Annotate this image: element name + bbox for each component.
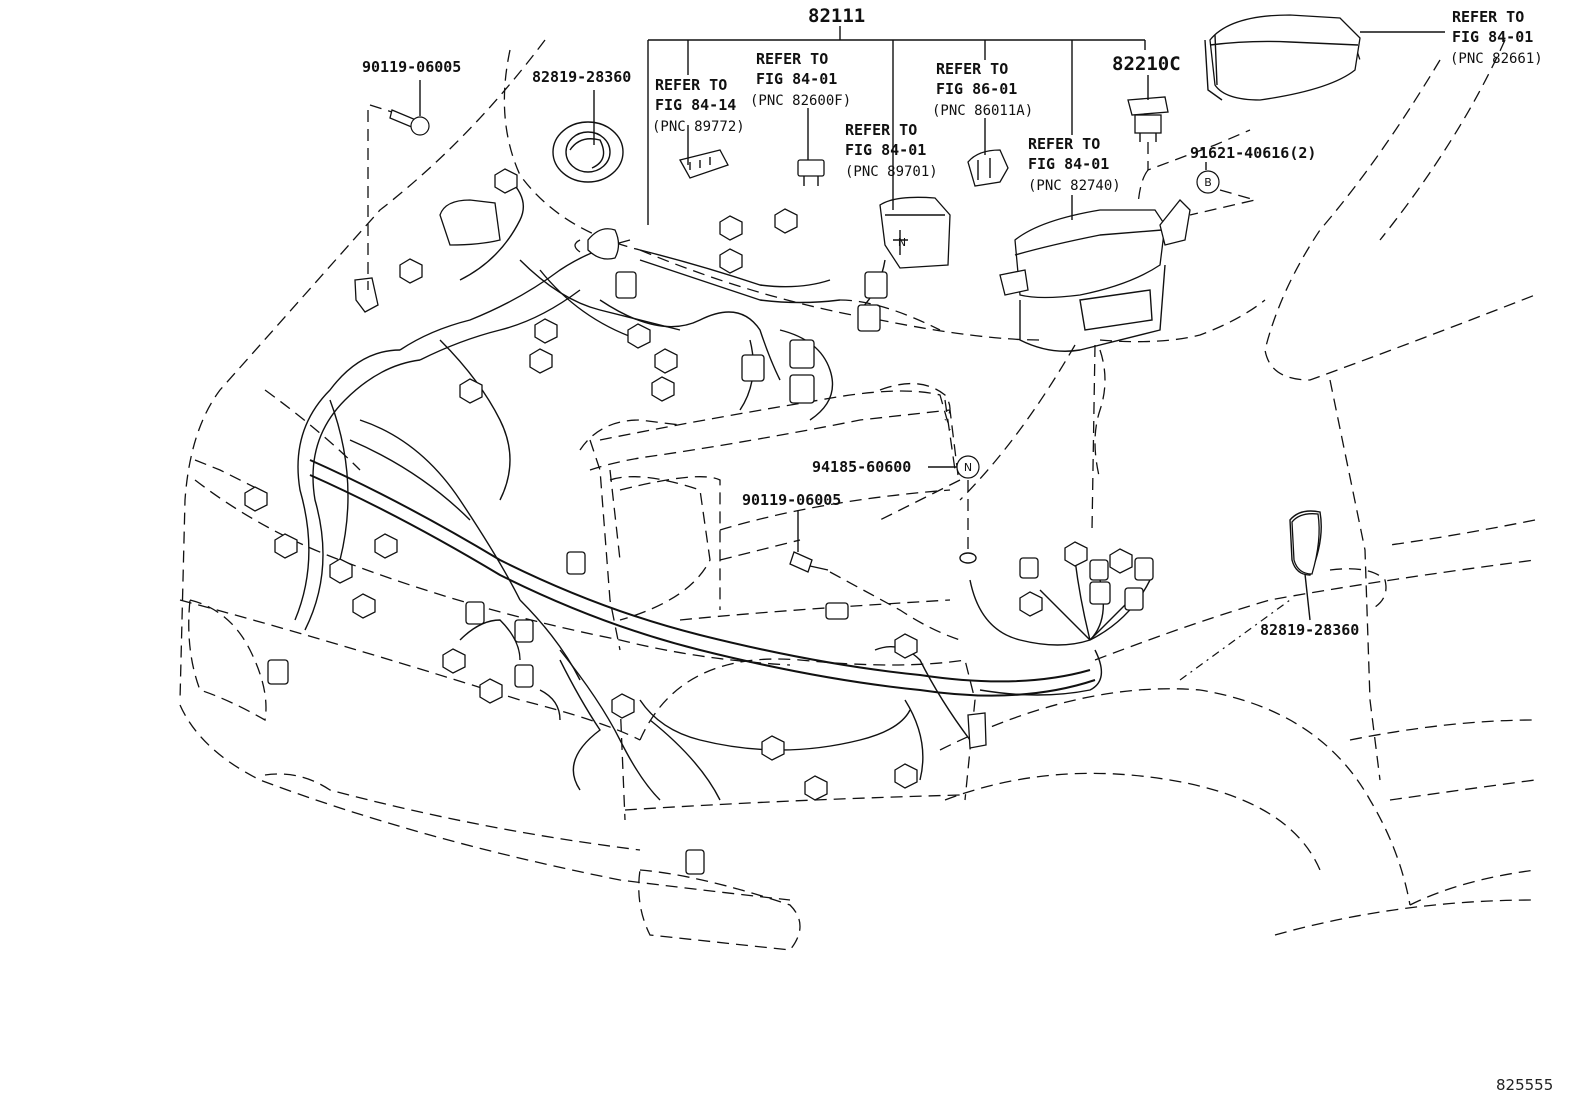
callout-n: N (956, 455, 980, 479)
ref-86011a-line2: FIG 86-01 (936, 80, 1017, 98)
ref-82600f-line2: FIG 84-01 (756, 70, 837, 88)
svg-text:N: N (898, 236, 906, 249)
part-label-91621-40616[interactable]: 91621-40616(2) (1190, 144, 1316, 162)
ref-89772-line2: FIG 84-14 (655, 96, 736, 114)
ref-82661-line2: FIG 84-01 (1452, 28, 1533, 46)
part-label-82210c[interactable]: 82210C (1112, 53, 1181, 75)
connector-89772-icon (679, 149, 729, 179)
ref-89701-line1: REFER TO (845, 121, 917, 139)
part-label-82819-28360-right[interactable]: 82819-28360 (1260, 621, 1359, 639)
illustration-code: 825555 (1496, 1076, 1553, 1094)
ref-82740-line1: REFER TO (1028, 135, 1100, 153)
fuse-82600f-icon (797, 159, 825, 186)
ref-82600f-line3[interactable]: (PNC 82600F) (750, 93, 851, 109)
ref-89772-line1: REFER TO (655, 76, 727, 94)
engine-bay (579, 382, 976, 821)
ref-82600f-line1: REFER TO (756, 50, 828, 68)
callout-b: B (1196, 170, 1220, 194)
bolt-top-icon (389, 109, 430, 136)
ref-82661-line3[interactable]: (PNC 82661) (1450, 51, 1543, 67)
clip-n-icon (959, 552, 977, 564)
ref-86011a-line1: REFER TO (936, 60, 1008, 78)
leader-lines (367, 26, 1445, 681)
grommet-top-icon (552, 121, 624, 183)
part-label-82819-28360-top[interactable]: 82819-28360 (532, 68, 631, 86)
main-part-label[interactable]: 82111 (808, 5, 865, 27)
callout-n-letter: N (964, 461, 972, 474)
ref-89701-line3[interactable]: (PNC 89701) (845, 164, 938, 180)
part-label-90119-06005-top[interactable]: 90119-06005 (362, 58, 461, 76)
junction-block-82740-icon (999, 199, 1191, 352)
ref-82740-line3[interactable]: (PNC 82740) (1028, 178, 1121, 194)
connectors (244, 168, 1154, 875)
labels: 82111 90119-06005 82819-28360 REFER TO F… (362, 5, 1553, 1094)
grommet-right-icon (1291, 513, 1320, 575)
ref-86011a-line3[interactable]: (PNC 86011A) (932, 103, 1033, 119)
relay-89701-icon (879, 196, 951, 269)
cover-82661-icon (1204, 14, 1361, 101)
ref-82740-line2: FIG 84-01 (1028, 155, 1109, 173)
ref-89772-line3[interactable]: (PNC 89772) (652, 119, 745, 135)
clip-86011a-icon (967, 149, 1009, 187)
vehicle-outline (179, 29, 1536, 951)
ref-89701-line2: FIG 84-01 (845, 141, 926, 159)
ref-82661-line1: REFER TO (1452, 8, 1524, 26)
relay-82210c-icon (1127, 96, 1169, 142)
part-label-90119-06005-low[interactable]: 90119-06005 (742, 491, 841, 509)
bolt-mid-icon (789, 551, 829, 573)
part-label-94185-60600[interactable]: 94185-60600 (812, 458, 911, 476)
relay-n-mark: N (898, 236, 906, 249)
callout-b-letter: B (1204, 176, 1212, 189)
